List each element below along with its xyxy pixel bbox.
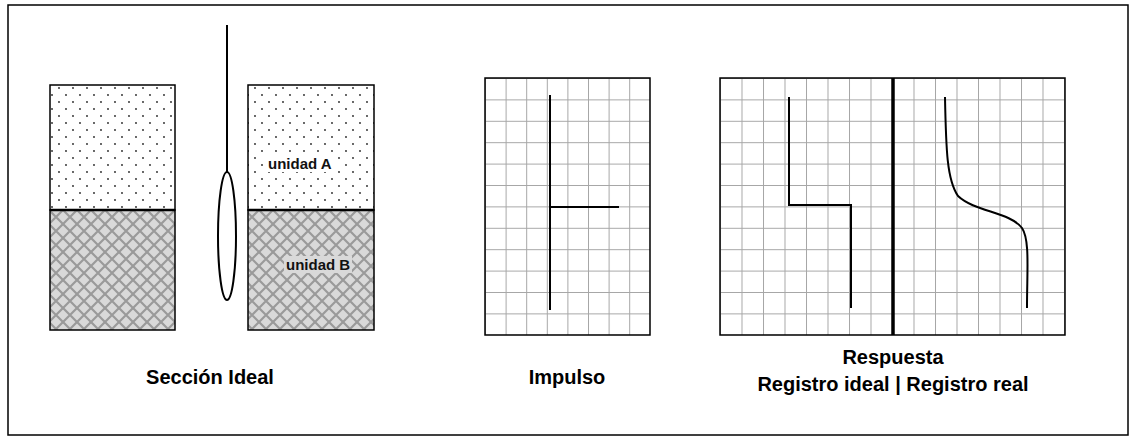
logging-tool: [218, 172, 236, 300]
frame: [8, 5, 1128, 435]
response-grid: [720, 78, 1065, 335]
caption-label: Registro ideal | Registro real: [757, 373, 1028, 396]
unit-label: unidad B: [284, 256, 352, 273]
unit-b-block: [50, 210, 175, 330]
unit-block: unidad B: [248, 210, 374, 330]
unit-b-block: [248, 210, 374, 330]
caption-label: Respuesta: [842, 346, 943, 369]
unit-a-block: [50, 85, 175, 210]
unit-block: unidad A: [248, 85, 374, 210]
impulse-grid: [485, 78, 650, 335]
unit-label: unidad A: [266, 155, 334, 172]
tool-cable: [226, 25, 228, 172]
ideal-log: [789, 97, 851, 308]
caption-label: Sección Ideal: [146, 366, 274, 389]
unit-a-block: [248, 85, 374, 210]
real-log: [945, 97, 1028, 308]
caption-label: Impulso: [529, 366, 606, 389]
divider: [891, 78, 895, 335]
